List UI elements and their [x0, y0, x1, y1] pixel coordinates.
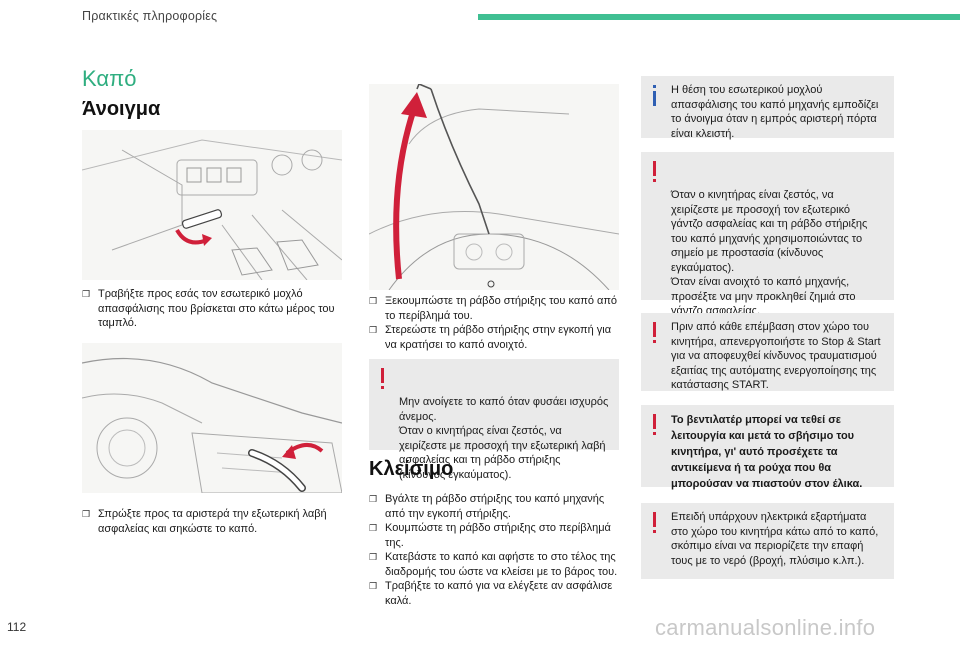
- warning-icon: [652, 414, 657, 436]
- info-note-box: Η θέση του εσωτερικού μοχλού απασφάλισης…: [641, 76, 894, 140]
- opening-steps-mid: ❒Ξεκουμπώστε τη ράβδο στήριξης του καπό …: [369, 294, 619, 352]
- list-item: ❒Κουμπώστε τη ράβδο στήριξης στο περίβλη…: [369, 522, 611, 549]
- list-item: ❒Τραβήξτε το καπό για να ελέγξετε αν ασφ…: [369, 580, 613, 607]
- page-title: Καπό: [82, 66, 137, 91]
- electrical-warning-box: Επειδή υπάρχουν ηλεκτρικά εξαρτήματα στο…: [641, 503, 894, 579]
- warning-icon: [652, 322, 657, 344]
- bullet-icon: ❒: [369, 494, 378, 504]
- warning-icon: [652, 512, 657, 534]
- opening-heading: Άνοιγμα: [82, 98, 161, 120]
- warning-icon: [380, 368, 385, 390]
- bullet-icon: ❒: [369, 296, 378, 306]
- fan-warning-box: Το βεντιλατέρ μπορεί να τεθεί σε λειτουρ…: [641, 405, 894, 490]
- section-header: Πρακτικές πληροφορίες: [82, 9, 218, 23]
- bullet-icon: ❒: [369, 581, 378, 591]
- closing-heading: Κλείσιμο: [369, 458, 454, 480]
- bullet-icon: ❒: [82, 289, 91, 299]
- dashboard-lever-illustration: [82, 130, 342, 280]
- list-item: ❒Τραβήξτε προς εσάς τον εσωτερικό μοχλό …: [82, 288, 335, 329]
- page-number: 112: [7, 620, 27, 634]
- info-icon: [652, 85, 657, 107]
- hot-engine-warning-box: Όταν ο κινητήρας είναι ζεστός, να χειρίζ…: [641, 152, 894, 346]
- list-item: ❒Κατεβάστε το καπό και αφήστε το στο τέλ…: [369, 551, 618, 578]
- bullet-icon: ❒: [369, 552, 378, 562]
- opening-step-1: ❒Τραβήξτε προς εσάς τον εσωτερικό μοχλό …: [82, 287, 344, 331]
- warning-icon: [652, 161, 657, 183]
- footer-watermark: carmanualsonline.info: [655, 615, 876, 640]
- list-item: ❒Ξεκουμπώστε τη ράβδο στήριξης του καπό …: [369, 295, 618, 322]
- list-item: ❒Βγάλτε τη ράβδο στήριξης του καπό μηχαν…: [369, 493, 605, 520]
- opening-step-2: ❒Σπρώξτε προς τα αριστερά την εξωτερική …: [82, 507, 344, 536]
- bullet-icon: ❒: [369, 325, 378, 335]
- bullet-icon: ❒: [369, 523, 378, 533]
- wind-warning-box: Μην ανοίγετε το καπό όταν φυσάει ισχυρός…: [369, 359, 619, 481]
- bonnet-prop-illustration: [369, 84, 619, 290]
- bullet-icon: ❒: [82, 509, 91, 519]
- list-item: ❒Στερεώστε τη ράβδο στήριξης στην εγκοπή…: [369, 324, 612, 351]
- stop-start-warning-box: Πριν από κάθε επέμβαση στον χώρο του κιν…: [641, 313, 894, 391]
- closing-steps: ❒Βγάλτε τη ράβδο στήριξης του καπό μηχαν…: [369, 492, 621, 608]
- list-item: ❒Σπρώξτε προς τα αριστερά την εξωτερική …: [82, 508, 327, 535]
- safety-catch-illustration: [82, 343, 342, 493]
- header-accent-bar: [478, 14, 960, 20]
